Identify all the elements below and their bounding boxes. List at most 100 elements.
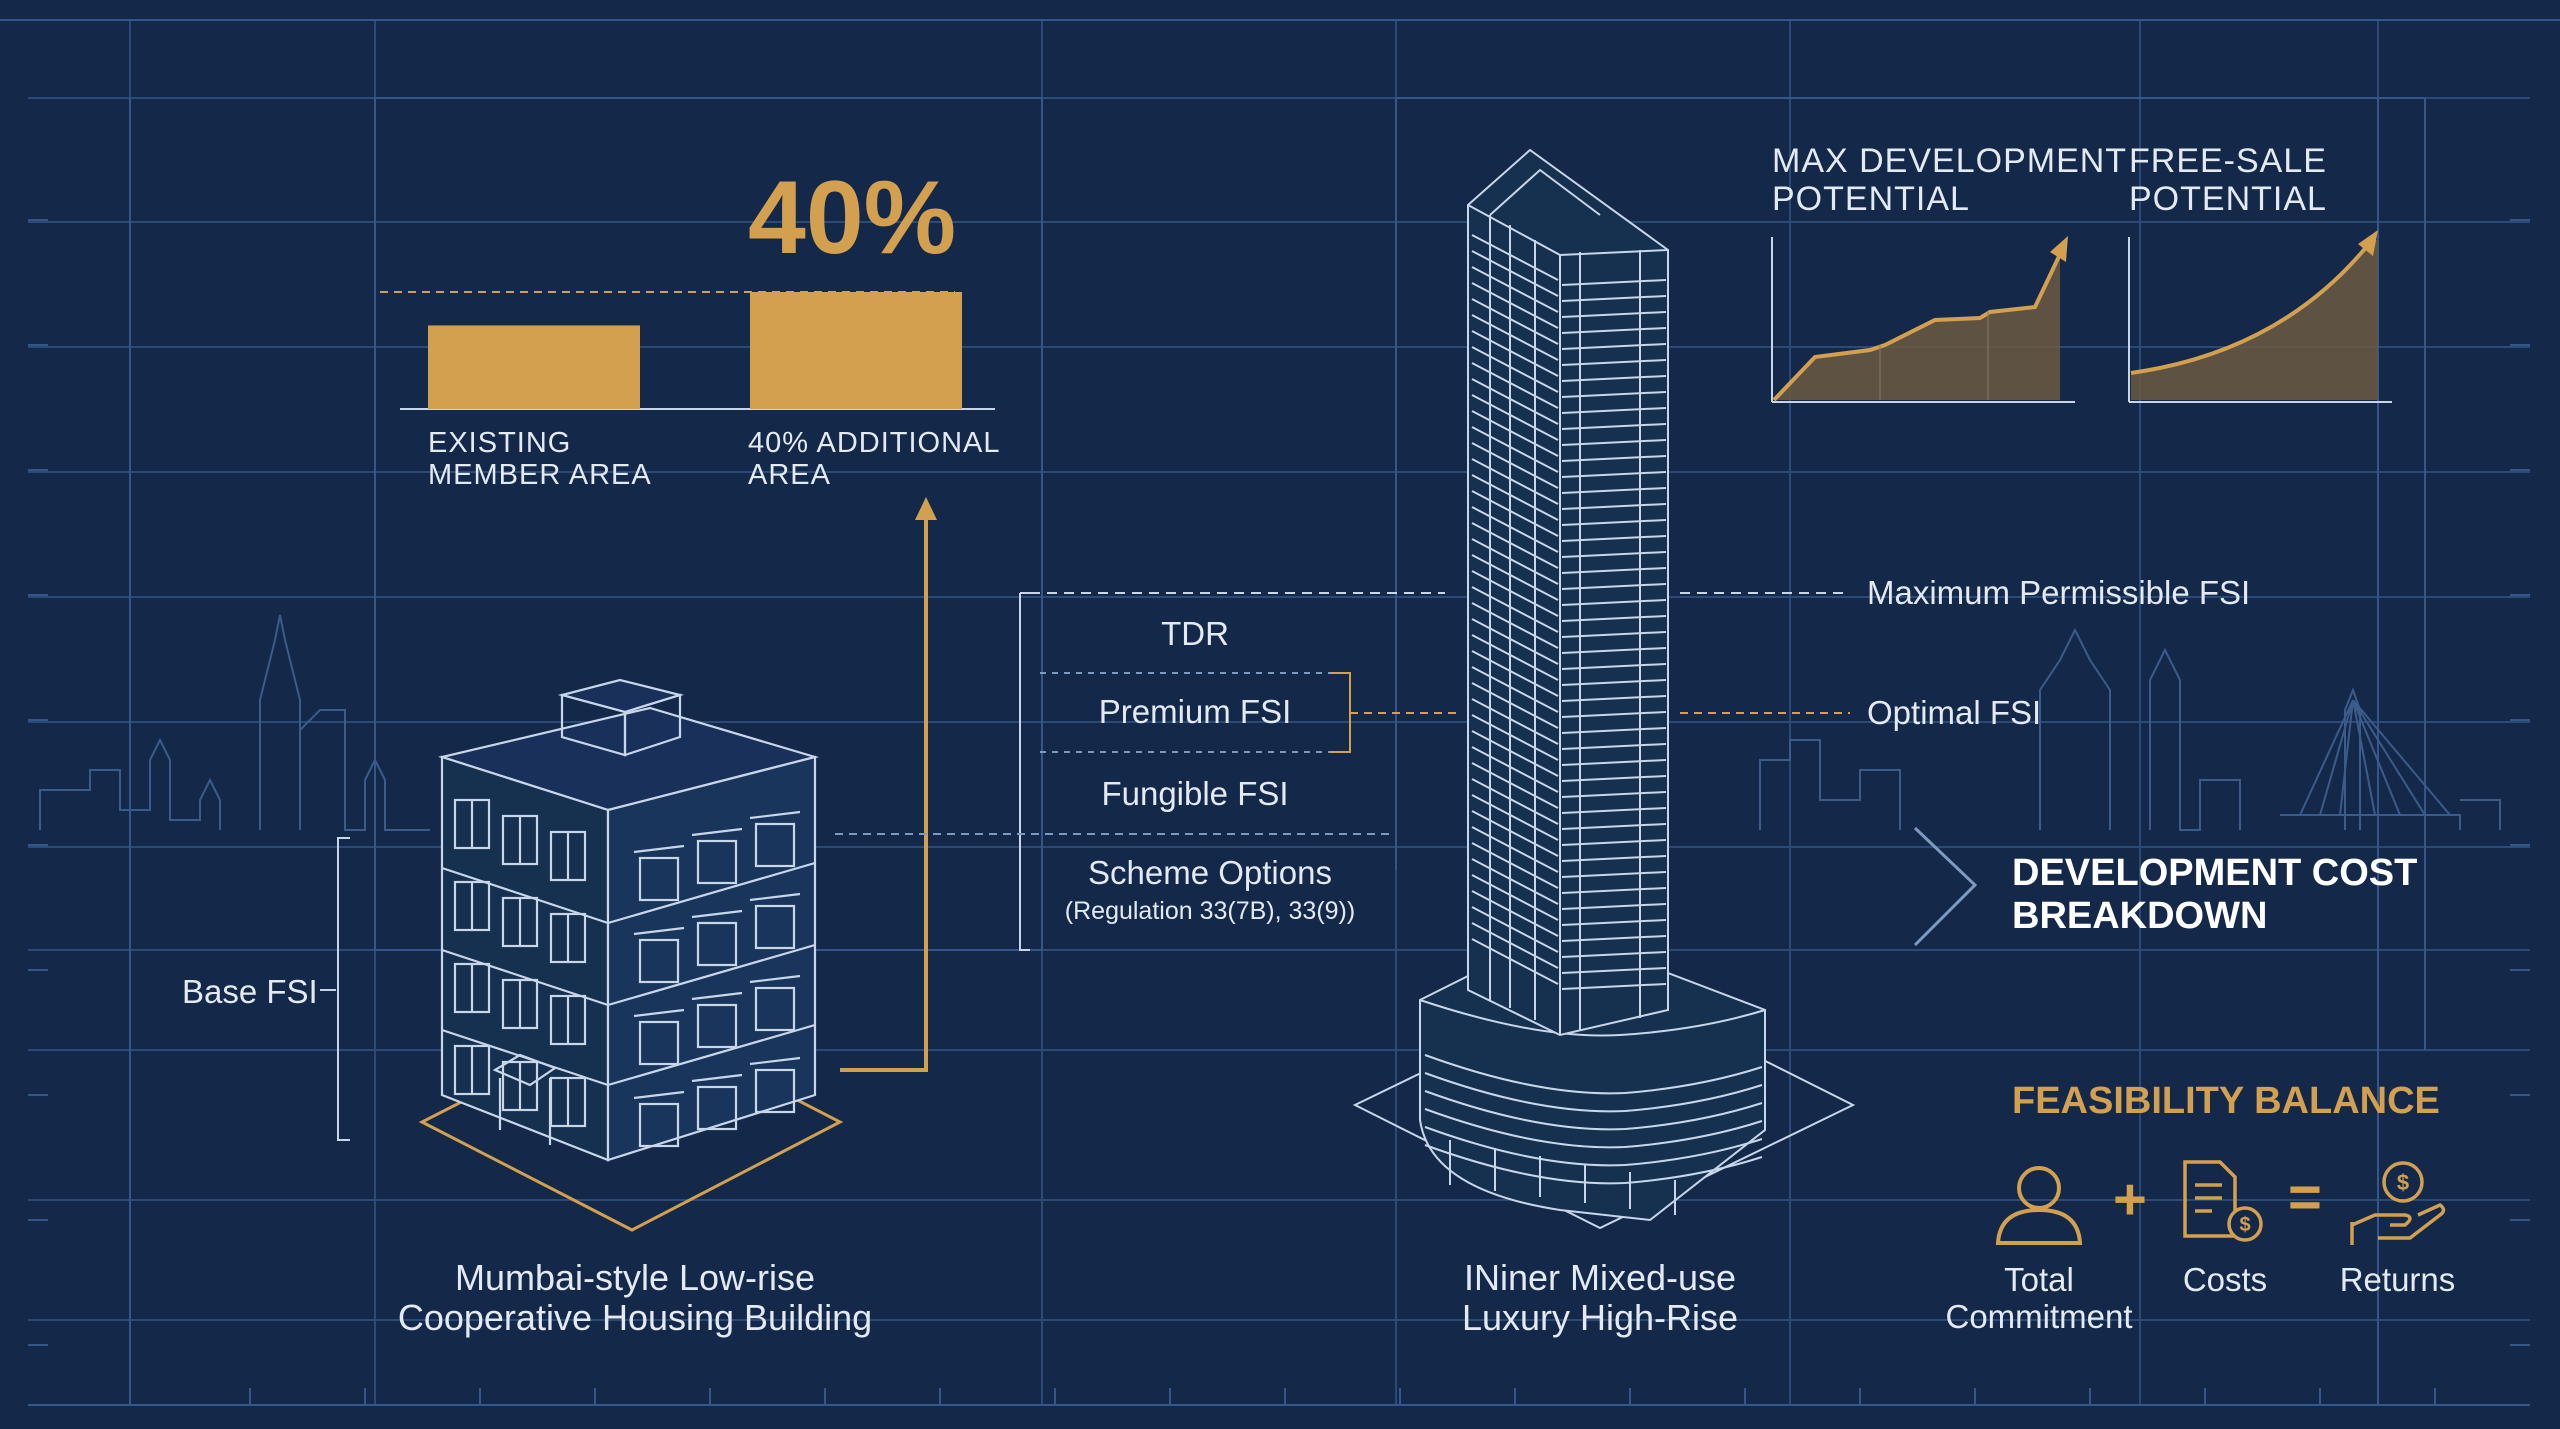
bar-headline-value: 40% — [748, 160, 957, 276]
tower-floor-line — [1471, 266, 1559, 313]
tower-floor-line — [1561, 439, 1667, 446]
tower-floor-line — [1561, 871, 1667, 878]
lowrise-building-illustration — [418, 678, 844, 1232]
podium-band — [1424, 1144, 1763, 1185]
tower-floor-line — [1561, 903, 1667, 910]
tower-floor-line — [1561, 615, 1667, 622]
tower-floor-line — [1471, 874, 1559, 921]
tower-floor-line — [1561, 839, 1667, 846]
podium-band — [1424, 1072, 1763, 1113]
tower-floor-line — [1471, 442, 1559, 489]
tower-floor-line — [1471, 314, 1559, 361]
svg-text:$: $ — [2397, 1170, 2409, 1195]
tower-floor-line — [1471, 538, 1559, 585]
bar-label-line: EXISTING — [428, 427, 572, 459]
tower-floor-line — [1561, 823, 1667, 830]
balcony-rail — [749, 810, 801, 820]
tower-floor-line — [1561, 503, 1667, 510]
tower-floor-line — [1561, 519, 1667, 526]
tower-floor-line — [1561, 663, 1667, 670]
tower-floor-line — [1561, 471, 1667, 478]
balcony-rail — [749, 974, 801, 984]
window — [638, 938, 680, 984]
bar-label-line: AREA — [748, 459, 831, 492]
tower-floor-line — [1471, 490, 1559, 537]
tower-floor-line — [1561, 279, 1667, 286]
tower-floor-line — [1471, 762, 1559, 809]
left-skyline — [39, 614, 430, 831]
max-fsi-marker: Maximum Permissible FSI — [1867, 574, 2251, 611]
trend-title-line: POTENTIAL — [1772, 180, 1970, 219]
fsi-item-scheme-options: Scheme Options — [1088, 854, 1332, 891]
tower-floor-line — [1471, 602, 1559, 649]
tower-floor-line — [1471, 922, 1559, 969]
tower-floor-line — [1471, 650, 1559, 697]
tower-floor-line — [1471, 826, 1559, 873]
tower-floor-line — [1471, 378, 1559, 425]
tower-floor-line — [1561, 695, 1667, 702]
equals-operator: = — [2288, 1165, 2322, 1230]
bar-label-existing: EXISTING MEMBER AREA — [428, 427, 652, 492]
fsi-scheme-note: (Regulation 33(7B), 33(9)) — [1064, 897, 1356, 925]
tower-floor-line — [1471, 618, 1559, 665]
fsi-item-fungible: Fungible FSI — [1101, 775, 1289, 812]
tower-floor-line — [1471, 234, 1559, 281]
heading-line: DEVELOPMENT COST — [2012, 852, 2418, 894]
fsi-item-tdr: TDR — [1161, 615, 1229, 652]
bar-comparison-chart — [380, 291, 995, 410]
tower-floor-line — [1471, 906, 1559, 953]
tower-floor-line — [1471, 586, 1559, 633]
tower-floor-line — [1471, 506, 1559, 553]
window — [696, 921, 738, 967]
trend-chart-max-development — [1771, 236, 2075, 403]
tower-floor-line — [1561, 743, 1667, 750]
tower-floor-line — [1561, 855, 1667, 862]
balcony-rail — [633, 1008, 685, 1018]
feasibility-label-line: Total — [2004, 1261, 2074, 1298]
hand-money-icon: $ — [2350, 1161, 2446, 1245]
fsi-item-premium: Premium FSI — [1098, 693, 1292, 730]
balcony-rail — [691, 909, 743, 919]
window — [754, 986, 796, 1032]
tower-floor-line — [1471, 474, 1559, 521]
tower-floor-line — [1471, 458, 1559, 505]
window — [638, 1102, 680, 1148]
right-skyline — [1759, 627, 2501, 831]
highrise-caption: INiner Mixed-use Luxury High-Rise — [1400, 1257, 1800, 1339]
feasibility-title: FEASIBILITY BALANCE — [2012, 1080, 2440, 1122]
highrise-tower-illustration — [1352, 148, 1856, 1230]
tower-floor-line — [1561, 711, 1667, 718]
tower-floor-line — [1471, 714, 1559, 761]
plus-operator: + — [2113, 1167, 2147, 1232]
tower-floor-line — [1471, 346, 1559, 393]
tower-floor-line — [1561, 487, 1667, 494]
ruler-ticks — [28, 219, 2530, 1405]
trend-title-free-sale: FREE-SALE POTENTIAL — [2129, 142, 2327, 218]
trend-up-arrow-icon — [2050, 236, 2068, 262]
bar-existing-area — [428, 325, 640, 409]
tower-floor-line — [1561, 951, 1667, 958]
tower-floor-line — [1561, 375, 1667, 382]
tower-floor-line — [1561, 759, 1667, 766]
tower-floor-line — [1561, 631, 1667, 638]
window — [696, 1003, 738, 1049]
heading-line: BREAKDOWN — [2012, 894, 2268, 937]
balcony-rail — [749, 892, 801, 902]
fsi-stack-lines — [320, 592, 1978, 1141]
tower-floor-line — [1471, 282, 1559, 329]
balcony-rail — [749, 1056, 801, 1066]
tower-floor-line — [1471, 810, 1559, 857]
window — [696, 1085, 738, 1131]
tower-floor-line — [1561, 327, 1667, 334]
tower-floor-line — [1561, 295, 1667, 302]
trend-title-max-development: MAX DEVELOPMENT POTENTIAL — [1772, 142, 2127, 218]
tower-floor-line — [1561, 599, 1667, 606]
tower-floor-line — [1561, 967, 1667, 974]
tower-floor-line — [1561, 583, 1667, 590]
bar-label-line: 40% ADDITIONAL — [748, 427, 1001, 459]
tower-floor-line — [1561, 647, 1667, 654]
tower-floor-line — [1471, 890, 1559, 937]
tower-floor-line — [1561, 551, 1667, 558]
tower-floor-line — [1561, 983, 1667, 990]
